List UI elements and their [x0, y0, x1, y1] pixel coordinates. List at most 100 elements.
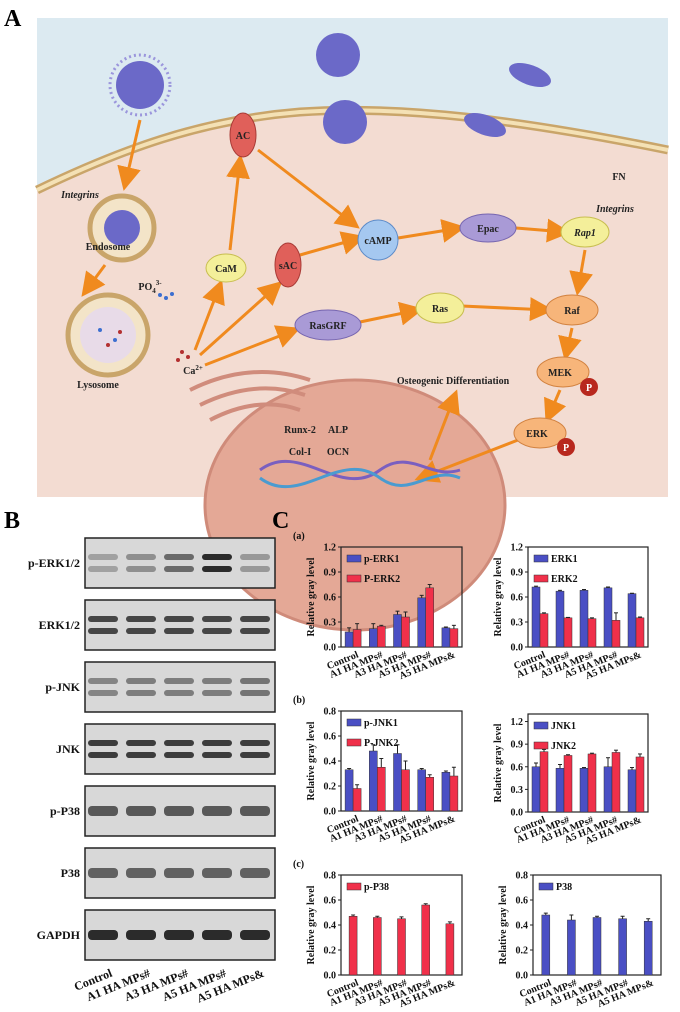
label-integrins-right: Integrins	[595, 204, 634, 215]
blot-band	[164, 616, 194, 622]
gene-alp: ALP	[328, 425, 348, 436]
blot-band	[88, 554, 118, 560]
bar-p-ERK1	[369, 628, 378, 648]
y-tick-label: 1.2	[511, 717, 524, 728]
y-axis-label: Relative gray level	[306, 721, 317, 800]
legend-swatch	[346, 574, 362, 583]
y-tick-label: 0.9	[511, 740, 524, 751]
node-ac: AC	[236, 131, 250, 142]
node-mek: MEK	[548, 368, 572, 379]
node-camp: cAMP	[364, 236, 391, 247]
bar-ERK2	[563, 617, 573, 648]
bar-ERK2	[587, 618, 597, 648]
legend-swatch	[346, 554, 362, 563]
blot-band	[126, 930, 156, 940]
blot-band	[88, 690, 118, 696]
label-po4: PO43-	[138, 279, 162, 295]
bar-p-JNK1	[417, 769, 426, 812]
node-raf: Raf	[564, 306, 580, 317]
legend-swatch	[533, 741, 549, 750]
bar-P-ERK2	[425, 587, 434, 648]
nucleus	[203, 378, 507, 632]
y-tick-label: 0.8	[324, 707, 337, 718]
node-sac: sAC	[279, 261, 297, 272]
bar-p-P38	[397, 918, 406, 976]
panel-a-diagram: AC CaM sAC cAMP Epac Rap1 RasGRF Ras Raf…	[35, 18, 669, 632]
node-erk: ERK	[526, 429, 548, 440]
bar-P38	[541, 914, 551, 976]
blot-band	[88, 868, 118, 878]
bar-p-P38	[445, 923, 455, 976]
chart-sublabel: (a)	[293, 531, 305, 542]
bar-JNK1	[603, 766, 613, 813]
bar-p-P38	[348, 916, 358, 976]
y-axis-label: Relative gray level	[493, 723, 504, 802]
bar-P-ERK2	[377, 625, 386, 648]
blot-band	[164, 690, 194, 696]
y-tick-label: 0.2	[516, 946, 529, 957]
bar-P38	[592, 917, 602, 976]
gene-ocn: OCN	[327, 447, 350, 458]
bar-JNK2	[563, 755, 573, 813]
chart-sublabel: (b)	[293, 695, 305, 706]
blot-band	[126, 752, 156, 758]
legend-label: P-ERK2	[364, 574, 400, 585]
node-epac: Epac	[477, 224, 499, 235]
blot-band	[164, 554, 194, 560]
blot-band	[88, 628, 118, 634]
blot-band	[240, 690, 270, 696]
y-tick-label: 0.6	[324, 896, 337, 907]
blot-band	[88, 930, 118, 940]
panel-label-c: C	[272, 508, 289, 534]
blot-band	[202, 868, 232, 878]
bar-ERK1	[603, 587, 613, 648]
blot-row-label: P38	[61, 866, 80, 880]
y-tick-label: 0.6	[511, 593, 524, 604]
bar-P-JNK2	[352, 788, 362, 812]
label-lysosome: Lysosome	[77, 380, 119, 391]
dna-icon	[259, 459, 461, 481]
blot-row-label: p-ERK1/2	[28, 556, 80, 570]
blot-band	[164, 678, 194, 684]
blot-band	[126, 616, 156, 622]
er-membranes	[189, 370, 311, 422]
bar-JNK2	[539, 751, 549, 813]
y-axis-label: Relative gray level	[306, 557, 317, 636]
label-osteogenic: Osteogenic Differentiation	[397, 376, 510, 387]
blot-band	[164, 566, 194, 572]
legend-label: P-JNK2	[364, 738, 398, 749]
blot-band	[164, 930, 194, 940]
bar-ERK1	[555, 590, 565, 648]
bar-P38	[643, 921, 653, 976]
bar-p-ERK1	[417, 597, 426, 648]
blot-band	[88, 616, 118, 622]
y-tick-label: 0.0	[511, 643, 524, 654]
blot-band	[202, 930, 232, 940]
node-rasgrf: RasGRF	[309, 321, 346, 332]
blot-band	[126, 554, 156, 560]
phospho-erk: P	[563, 443, 569, 454]
legend-label: JNK1	[551, 721, 576, 732]
bar-JNK1	[579, 768, 589, 813]
blot-band	[240, 616, 270, 622]
blot-strip	[84, 723, 276, 775]
blot-row-label: ERK1/2	[39, 618, 80, 632]
blot-strip	[84, 599, 276, 651]
blot-band	[240, 752, 270, 758]
y-tick-label: 1.2	[511, 543, 524, 554]
node-ras: Ras	[432, 304, 448, 315]
blot-row-label: JNK	[56, 742, 81, 756]
blot-band	[240, 628, 270, 634]
bar-JNK1	[531, 766, 541, 813]
phospho-mek: P	[586, 383, 592, 394]
y-tick-label: 1.2	[324, 543, 337, 554]
bar-p-P38	[373, 917, 382, 976]
y-tick-label: 0.8	[324, 871, 337, 882]
node-rap1: Rap1	[573, 228, 596, 239]
blot-band	[240, 930, 270, 940]
panel-label-b: B	[4, 508, 20, 534]
y-tick-label: 0.0	[324, 643, 337, 654]
y-tick-label: 0.3	[511, 785, 524, 796]
bar-p-ERK1	[393, 614, 402, 648]
legend-swatch	[533, 721, 549, 730]
